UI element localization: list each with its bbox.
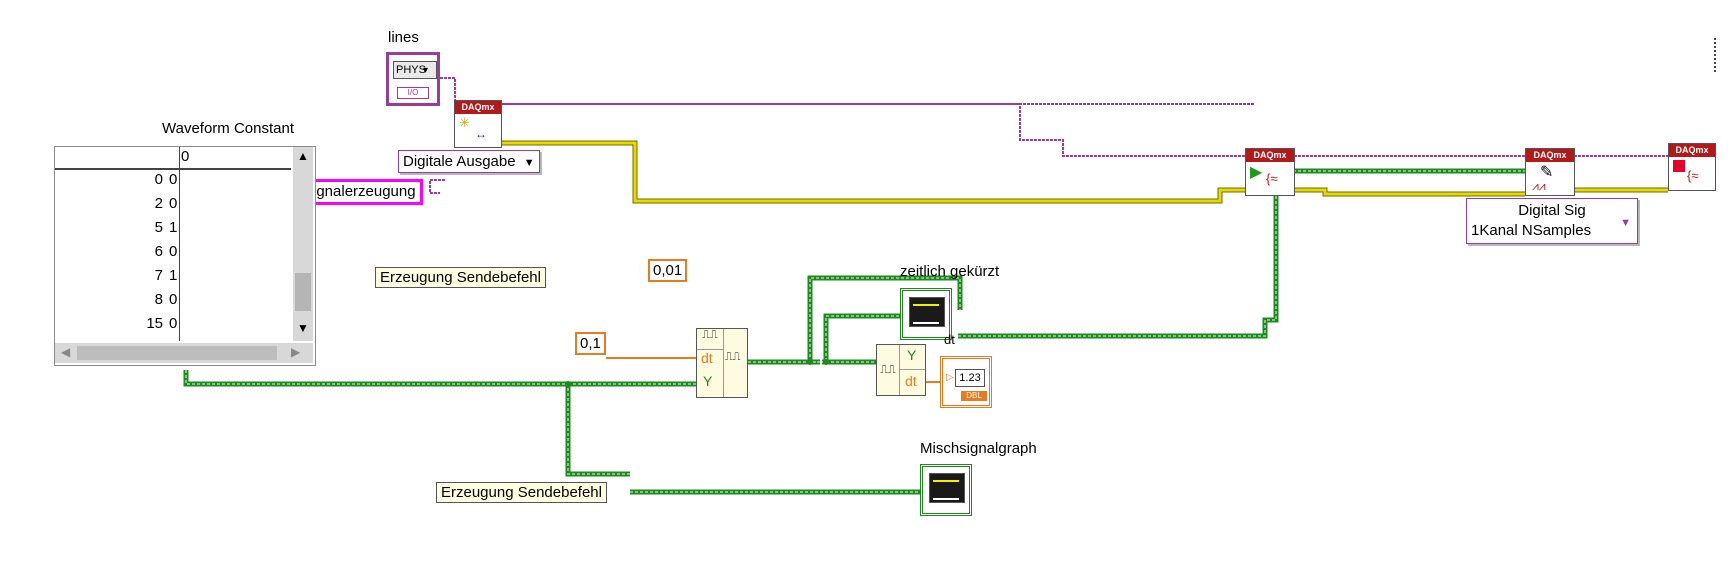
numeric-constant-01[interactable]: 0,1: [575, 332, 606, 355]
row-index: 15: [146, 315, 163, 332]
digital-graph-terminal[interactable]: [900, 288, 952, 340]
build-dt-terminal: dt: [701, 350, 713, 366]
output-wave-icon: ⎍⎍: [725, 351, 741, 363]
channel-arrow-icon: ↔: [475, 127, 487, 141]
digital-wave-icon: ⎍⎍: [877, 345, 900, 395]
node-divider: [899, 369, 925, 370]
ring-line-1: Digital Sig: [1518, 202, 1586, 219]
column-divider: [179, 147, 180, 341]
sparkle-icon: ✳: [459, 115, 470, 130]
daqmx-header: DAQmx: [455, 101, 501, 114]
dbl-indicator[interactable]: ▷ 1.23 DBL: [940, 356, 992, 408]
scroll-right-icon[interactable]: ▶: [291, 345, 301, 359]
get-dt-terminal: dt: [905, 373, 917, 389]
lines-control[interactable]: PHYS ▾ I/O: [386, 52, 440, 106]
get-y-terminal: Y: [907, 347, 917, 363]
daqmx-stop-node[interactable]: DAQmx {≈: [1668, 143, 1716, 191]
pencil-icon: ✎: [1540, 164, 1554, 181]
task-name-ring[interactable]: Signalerzeugung: [296, 179, 423, 205]
hscroll-thumb[interactable]: [77, 346, 277, 360]
scroll-up-icon[interactable]: ▲: [297, 149, 309, 163]
row-value[interactable]: 0: [169, 291, 178, 308]
zeitlich-gekuerzt-label: zeitlich gekürzt: [900, 263, 1000, 280]
scroll-down-icon[interactable]: ▼: [297, 321, 309, 335]
mixed-signal-graph-terminal[interactable]: [920, 464, 972, 516]
row-value[interactable]: 1: [169, 267, 178, 284]
daqmx-write-node[interactable]: DAQmx ✎ ⩘⩘: [1525, 148, 1575, 196]
dbl-tag: DBL: [961, 391, 987, 401]
horizontal-scrollbar[interactable]: ◀ ▶: [55, 343, 313, 363]
build-waveform-node[interactable]: ⎍⎍ dt Y ⎍⎍: [696, 328, 748, 398]
mischsignalgraph-label: Mischsignalgraph: [920, 440, 1037, 457]
daqmx-create-channel-node[interactable]: DAQmx ✳ ↔: [454, 100, 502, 148]
free-label-erzeugung-1[interactable]: Erzeugung Sendebefehl: [375, 267, 546, 288]
row-value[interactable]: 0: [169, 315, 178, 332]
row-value[interactable]: 0: [169, 171, 178, 188]
node-divider: [723, 329, 724, 397]
waveform-constant-label: Waveform Constant: [162, 120, 294, 137]
graph-trace: [913, 304, 939, 324]
physical-channel-ring[interactable]: PHYS: [393, 61, 437, 79]
dt-label: dt: [944, 332, 955, 347]
build-y-terminal: Y: [703, 373, 713, 389]
chevron-down-icon: ▼: [1620, 217, 1631, 229]
chevron-down-icon: ▼: [523, 157, 535, 169]
arrow-right-icon: ▷: [946, 372, 954, 383]
table-header-row: 0: [55, 147, 291, 170]
stop-icon: [1673, 160, 1685, 172]
row-index: 8: [154, 291, 163, 308]
scroll-left-icon[interactable]: ◀: [61, 345, 71, 359]
lines-label: lines: [388, 29, 419, 46]
daqmx-header: DAQmx: [1246, 149, 1294, 162]
waveform-icon: {≈: [1687, 168, 1699, 183]
row-index: 6: [154, 243, 163, 260]
row-value[interactable]: 0: [169, 243, 178, 260]
daqmx-start-node[interactable]: DAQmx ▶ {≈: [1245, 148, 1295, 196]
digital-output-ring-value: Digitale Ausgabe: [403, 153, 516, 170]
chevron-down-icon: ▾: [423, 65, 429, 76]
ring-line-2: 1Kanal NSamples: [1471, 222, 1592, 239]
free-label-erzeugung-2[interactable]: Erzeugung Sendebefehl: [436, 482, 607, 503]
io-tag: I/O: [397, 87, 429, 99]
vertical-scrollbar[interactable]: ▲ ▼: [293, 147, 313, 341]
row-index: 5: [154, 219, 163, 236]
graph-trace: [933, 480, 959, 500]
graph-display-icon: [909, 297, 945, 327]
row-index: 2: [154, 195, 163, 212]
digital-wave-icon: ⎍⎍: [697, 329, 724, 350]
edge-marker: [1714, 38, 1719, 72]
table-row[interactable]: 15 0: [55, 315, 267, 336]
row-index: 0: [154, 171, 163, 188]
waveform-icon: ⩘⩘: [1532, 179, 1546, 193]
waveform-icon: {≈: [1266, 171, 1278, 186]
numeric-constant-001[interactable]: 0,01: [648, 259, 688, 282]
indicator-value: 1.23: [955, 369, 985, 387]
daqmx-header: DAQmx: [1669, 144, 1715, 157]
play-icon: ▶: [1250, 164, 1263, 181]
scroll-thumb[interactable]: [295, 273, 311, 311]
digital-output-ring[interactable]: Digitale Ausgabe ▼: [398, 150, 540, 173]
polymorphic-selector-ring[interactable]: Digital Sig 1Kanal NSamples ▼: [1466, 198, 1638, 244]
get-waveform-components-node[interactable]: ⎍⎍ Y dt: [876, 344, 926, 396]
header-value: 0: [181, 148, 190, 165]
row-index: 7: [154, 267, 163, 284]
graph-display-icon: [929, 473, 965, 503]
daqmx-header: DAQmx: [1526, 149, 1574, 162]
row-value[interactable]: 0: [169, 195, 178, 212]
row-value[interactable]: 1: [169, 219, 178, 236]
